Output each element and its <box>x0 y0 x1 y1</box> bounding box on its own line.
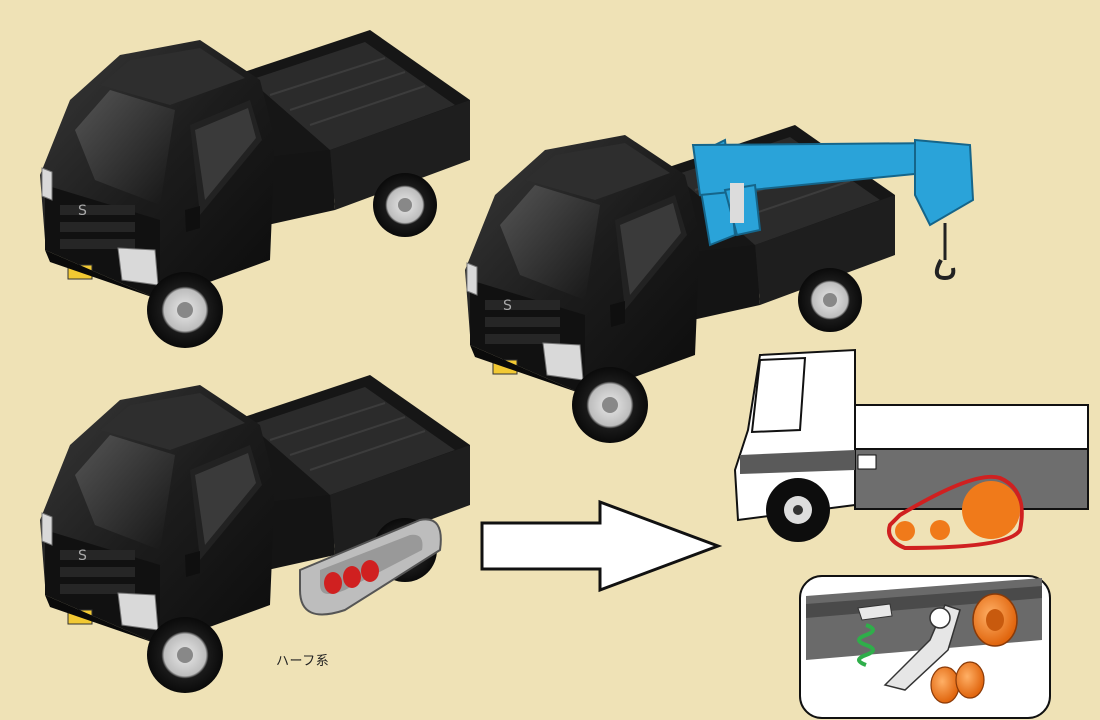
kei-truck-plain <box>39 29 471 349</box>
arrow-right <box>480 499 723 593</box>
suspension-detail <box>799 575 1051 719</box>
spring-icon <box>857 623 875 667</box>
kei-truck-with-crane <box>464 124 975 444</box>
kei-truck-half-track <box>39 374 471 694</box>
roller-icon <box>930 593 1018 704</box>
half-track-caption: ハーフ系 <box>276 654 330 669</box>
crane-boom <box>691 138 975 281</box>
half-track-diagram <box>733 348 1089 551</box>
half-track-unit <box>299 518 442 616</box>
